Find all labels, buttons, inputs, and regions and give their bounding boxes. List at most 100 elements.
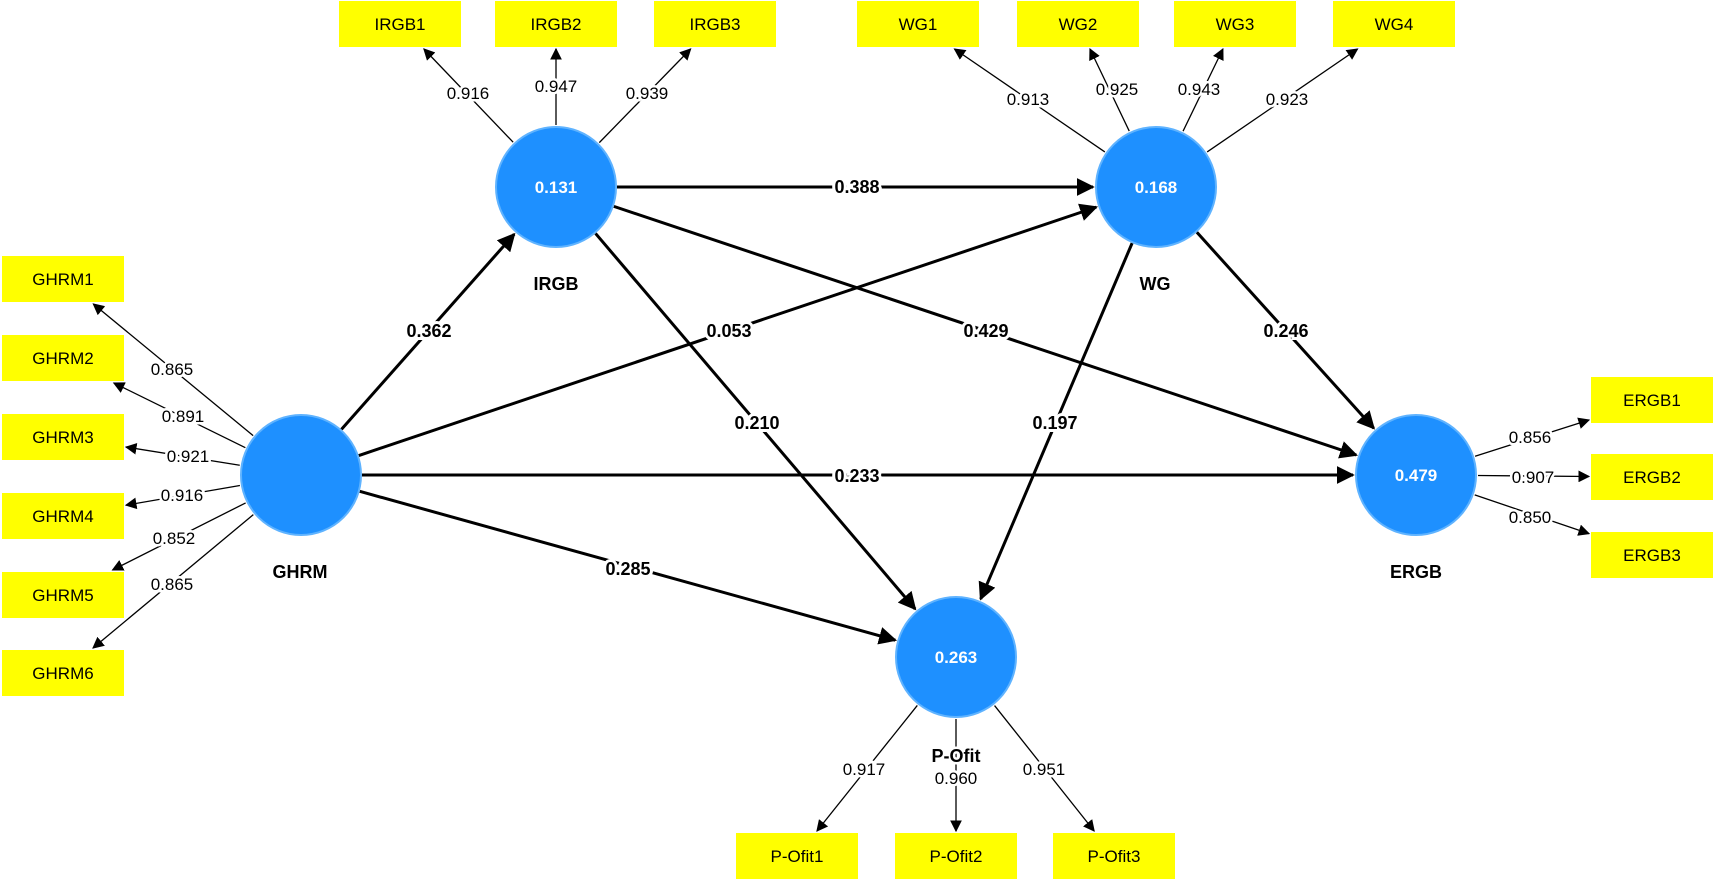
indicator-box: [1333, 1, 1455, 47]
indicator-label: P-Ofit3: [1088, 847, 1141, 866]
loading-arrow-ghrm5: [111, 502, 246, 571]
indicator-ergb2[interactable]: ERGB2: [1591, 454, 1713, 500]
indicator-label: GHRM2: [32, 349, 93, 368]
indicator-wg1[interactable]: WG1: [857, 1, 979, 47]
path-coefficient-irgb-to-pofit: 0.210: [734, 413, 779, 433]
indicator-box: [1174, 1, 1296, 47]
indicator-pofit2[interactable]: P-Ofit2: [895, 833, 1017, 879]
path-arrow-wg-to-ergb: [1195, 231, 1375, 430]
loading-value-wg2: 0.925: [1096, 80, 1139, 99]
loading-value-ergb2: 0.907: [1512, 468, 1555, 487]
path-arrow-ghrm-to-pofit: [359, 489, 898, 645]
loading-arrow-ergb3: [1474, 494, 1591, 536]
path-arrow-irgb-to-pofit: [594, 232, 917, 611]
loading-value-ghrm3: 0.921: [167, 447, 210, 466]
indicator-ghrm3[interactable]: GHRM3: [2, 414, 124, 460]
construct-name: WG: [1140, 274, 1171, 294]
path-arrow-ghrm-to-irgb: [340, 232, 516, 431]
loading-arrow-pofit1: [816, 705, 918, 832]
loading-arrow-ghrm1: [92, 303, 254, 437]
indicator-box: [654, 1, 776, 47]
loading-value-irgb3: 0.939: [626, 84, 669, 103]
loading-value-wg1: 0.913: [1007, 90, 1050, 109]
loading-arrow-ghrm2: [112, 382, 246, 449]
indicator-irgb1[interactable]: IRGB1: [339, 1, 461, 47]
r-squared-value: 0.131: [535, 178, 578, 197]
indicator-pofit3[interactable]: P-Ofit3: [1053, 833, 1175, 879]
indicator-ghrm5[interactable]: GHRM5: [2, 572, 124, 618]
path-coefficient-ghrm-to-pofit: 0.285: [605, 559, 650, 579]
loading-value-wg3: 0.943: [1178, 80, 1221, 99]
loading-arrow-irgb3: [598, 48, 692, 144]
construct-name: ERGB: [1390, 562, 1442, 582]
indicator-box: [2, 572, 124, 618]
indicator-ghrm1[interactable]: GHRM1: [2, 256, 124, 302]
indicator-box: [1053, 833, 1175, 879]
construct-name: GHRM: [273, 562, 328, 582]
indicator-ergb1[interactable]: ERGB1: [1591, 377, 1713, 423]
indicator-ghrm2[interactable]: GHRM2: [2, 335, 124, 381]
loading-value-ghrm5: 0.852: [153, 529, 196, 548]
r-squared-value: 0.263: [935, 648, 978, 667]
indicator-label: GHRM1: [32, 270, 93, 289]
path-arrow-irgb-to-ergb: [613, 204, 1358, 459]
construct-circle: [1095, 126, 1217, 248]
indicator-wg3[interactable]: WG3: [1174, 1, 1296, 47]
loading-arrow-ergb2: [1477, 470, 1591, 483]
loading-arrow-wg3: [1182, 47, 1224, 132]
path-arrow-ghrm-to-wg: [358, 203, 1099, 457]
r-squared-value: 0.168: [1135, 178, 1178, 197]
indicator-label: ERGB3: [1623, 546, 1681, 565]
indicator-label: IRGB2: [530, 15, 581, 34]
indicator-ergb3[interactable]: ERGB3: [1591, 532, 1713, 578]
construct-circle: [240, 414, 362, 536]
loading-value-pofit2: 0.960: [935, 769, 978, 788]
loading-value-pofit3: 0.951: [1023, 760, 1066, 779]
indicator-label: WG1: [899, 15, 938, 34]
construct-ghrm[interactable]: GHRM: [240, 414, 362, 585]
indicator-box: [2, 414, 124, 460]
loading-value-ghrm1: 0.865: [151, 360, 194, 379]
loading-arrow-ghrm6: [92, 514, 254, 649]
loading-value-ergb3: 0.850: [1509, 508, 1552, 527]
indicator-box: [495, 1, 617, 47]
indicator-box: [857, 1, 979, 47]
loading-arrow-pofit3: [994, 705, 1095, 832]
indicator-wg4[interactable]: WG4: [1333, 1, 1455, 47]
indicator-box: [339, 1, 461, 47]
loading-value-ghrm4: 0.916: [161, 486, 204, 505]
indicator-irgb3[interactable]: IRGB3: [654, 1, 776, 47]
construct-circle: [1355, 414, 1477, 536]
loading-arrow-ghrm4: [124, 484, 241, 510]
indicator-wg2[interactable]: WG2: [1017, 1, 1139, 47]
indicator-box: [1591, 377, 1713, 423]
indicator-label: ERGB1: [1623, 391, 1681, 410]
path-coefficient-ghrm-to-wg: 0.053: [706, 321, 751, 341]
loading-value-pofit1: 0.917: [843, 760, 886, 779]
path-coefficient-wg-to-ergb: 0.246: [1263, 321, 1308, 341]
path-coefficient-ghrm-to-ergb: 0.233: [834, 466, 879, 486]
indicator-label: GHRM5: [32, 586, 93, 605]
construct-name: P-Ofit: [932, 746, 981, 766]
indicator-label: ERGB2: [1623, 468, 1681, 487]
indicator-box: [1591, 454, 1713, 500]
loading-arrow-wg4: [1206, 48, 1359, 153]
indicator-label: P-Ofit1: [771, 847, 824, 866]
path-coefficient-ghrm-to-irgb: 0.362: [406, 321, 451, 341]
indicator-label: GHRM6: [32, 664, 93, 683]
indicator-ghrm6[interactable]: GHRM6: [2, 650, 124, 696]
construct-circle: [495, 126, 617, 248]
indicator-pofit1[interactable]: P-Ofit1: [736, 833, 858, 879]
indicator-box: [2, 335, 124, 381]
loading-value-ghrm6: 0.865: [151, 575, 194, 594]
indicator-irgb2[interactable]: IRGB2: [495, 1, 617, 47]
loading-value-irgb2: 0.947: [535, 77, 578, 96]
loading-value-wg4: 0.923: [1266, 90, 1309, 109]
indicator-label: IRGB1: [374, 15, 425, 34]
indicator-ghrm4[interactable]: GHRM4: [2, 493, 124, 539]
